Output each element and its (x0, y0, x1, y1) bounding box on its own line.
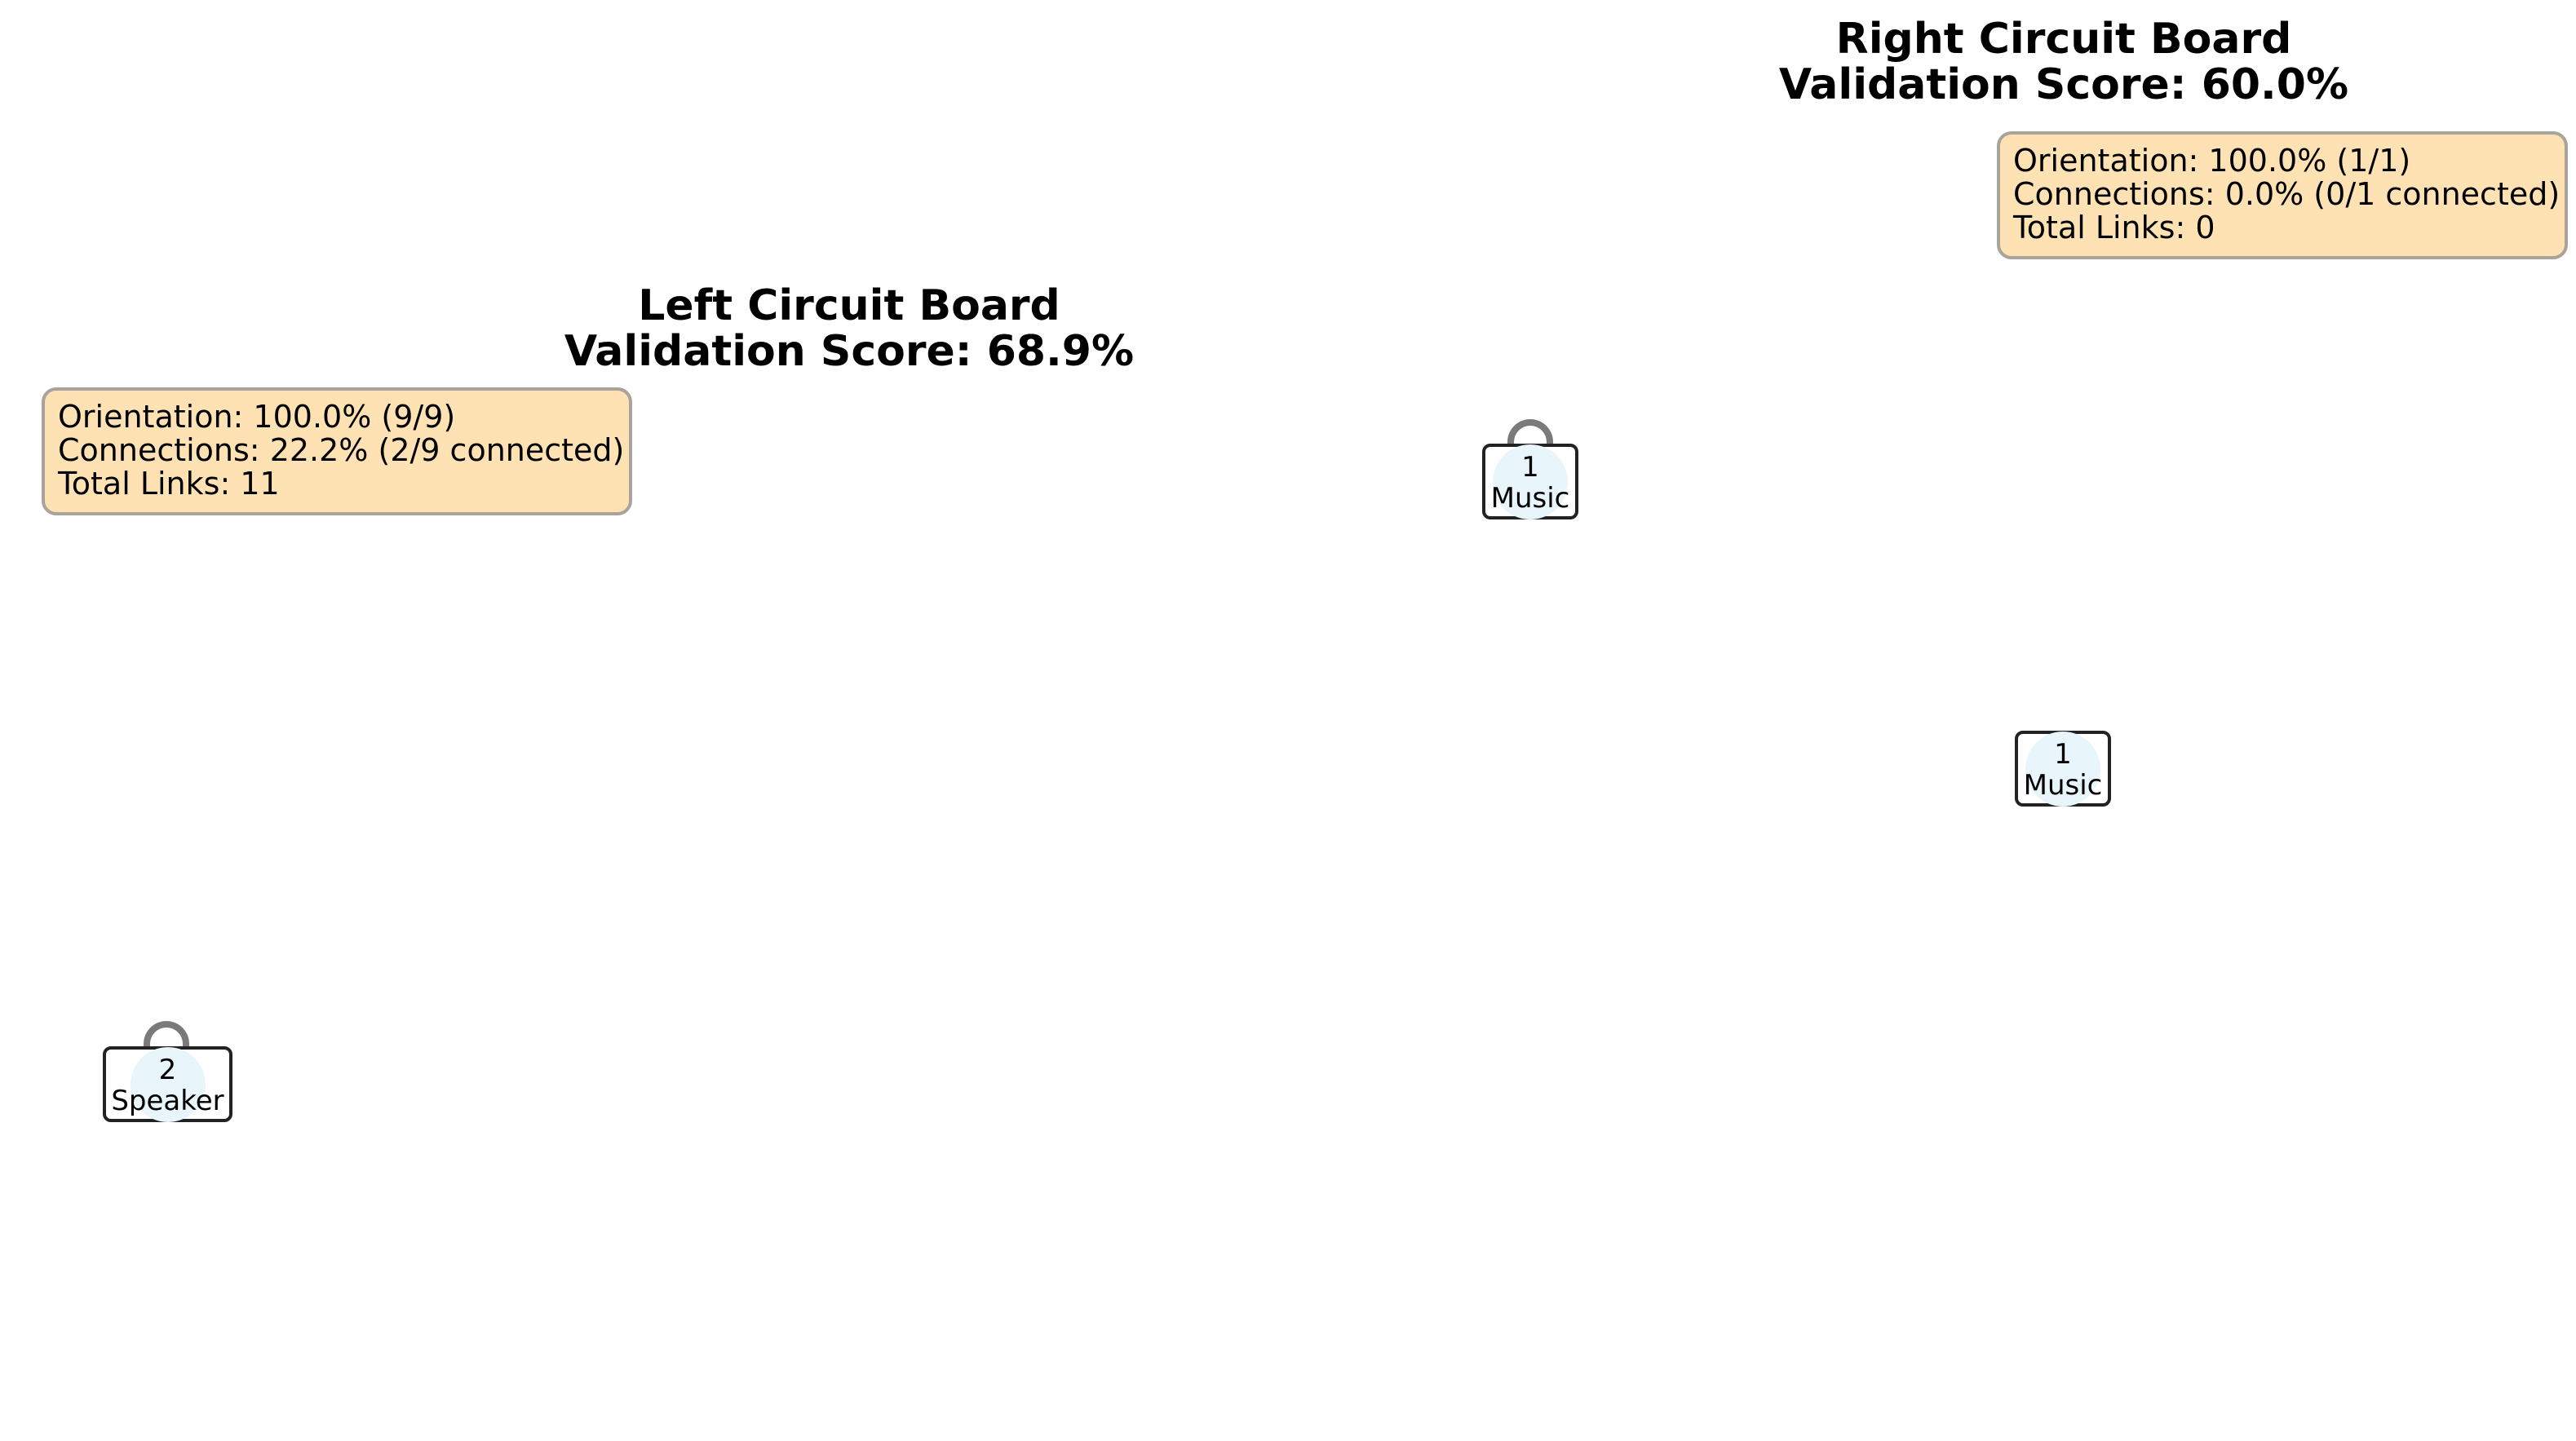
right-total-links-stat: Total Links: 0 (2013, 210, 2215, 245)
circuit-node-music[interactable]: 1 Music (1482, 444, 1578, 519)
node-highlight (1493, 444, 1568, 519)
right-board-name: Right Circuit Board (1835, 15, 2292, 64)
right-board-stats-box: Orientation: 100.0% (1/1) Connections: 0… (1997, 131, 2568, 259)
left-board-name: Left Circuit Board (638, 281, 1060, 330)
right-connections-stat: Connections: 0.0% (0/1 connected) (2013, 176, 2561, 212)
left-orientation-stat: Orientation: 100.0% (9/9) (58, 399, 456, 435)
node-label: Speaker (111, 1085, 224, 1117)
left-board-score: Validation Score: 68.9% (564, 327, 1135, 376)
self-loop-connector (144, 1021, 189, 1054)
node-number: 2 (158, 1054, 177, 1086)
left-connections-stat: Connections: 22.2% (2/9 connected) (58, 432, 625, 468)
left-board-stats-box: Orientation: 100.0% (9/9) Connections: 2… (42, 387, 632, 515)
right-orientation-stat: Orientation: 100.0% (1/1) (2013, 143, 2411, 179)
circuit-node-music[interactable]: 1 Music (2015, 731, 2111, 807)
self-loop-connector (1507, 419, 1553, 452)
left-total-links-stat: Total Links: 11 (58, 466, 280, 502)
circuit-node-speaker[interactable]: 2 Speaker (103, 1046, 232, 1122)
node-number: 1 (1521, 451, 1539, 484)
right-board-score: Validation Score: 60.0% (1778, 60, 2349, 109)
left-board-title: Left Circuit Board Validation Score: 68.… (564, 283, 1134, 374)
right-board-title: Right Circuit Board Validation Score: 60… (1779, 16, 2348, 108)
node-highlight (2025, 731, 2100, 807)
node-number: 1 (2054, 738, 2072, 771)
node-label: Music (2023, 769, 2103, 802)
node-label: Music (1490, 482, 1570, 515)
node-highlight (130, 1046, 206, 1122)
